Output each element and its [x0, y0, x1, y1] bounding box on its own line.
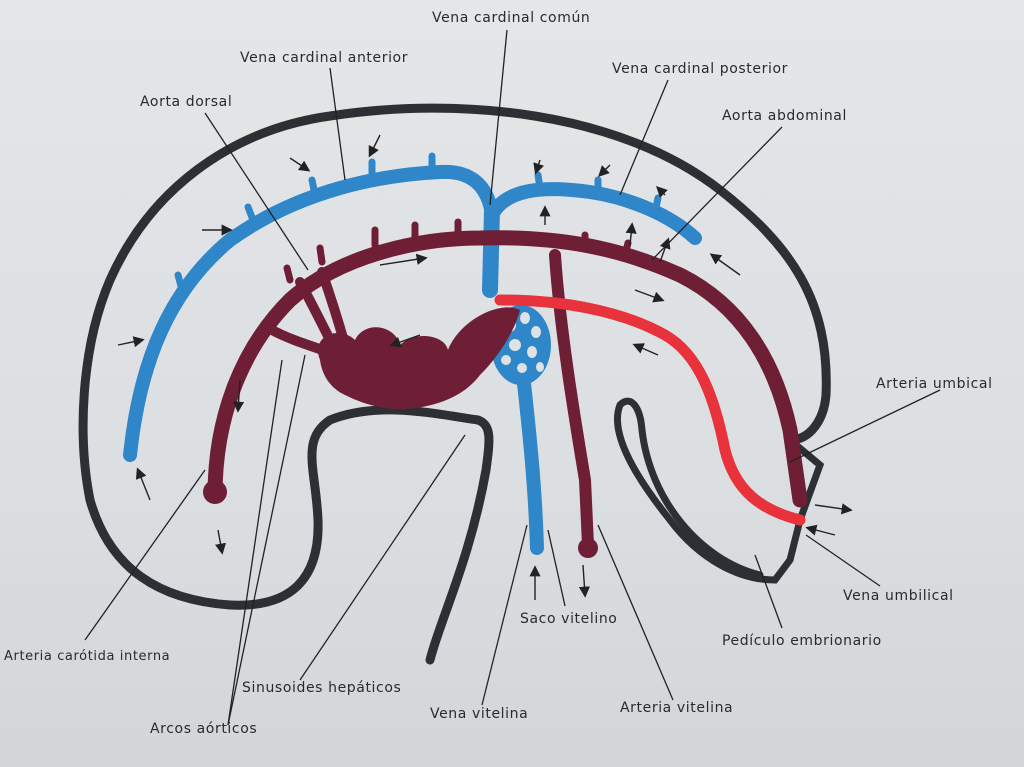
- carotid-end: [203, 480, 227, 504]
- aorta-dorsal-vessel: [207, 230, 808, 508]
- label-vena-cardinal-posterior: Vena cardinal posterior: [612, 61, 788, 77]
- arteria-vitelina-vessel: [549, 249, 594, 551]
- label-arcos-aorticos: Arcos aórticos: [150, 721, 257, 737]
- heart: [318, 307, 520, 410]
- label-arteria-carotida-interna: Arteria carótida interna: [4, 649, 170, 664]
- leader-lines: [84, 29, 941, 726]
- vena-cardinal-comun-vessel: [482, 202, 500, 298]
- vena-umbilical-vessel: [494, 294, 806, 526]
- label-sinusoides-hepaticos: Sinusoides hepáticos: [242, 680, 401, 696]
- label-arteria-umbical: Arteria umbical: [876, 376, 993, 392]
- label-vena-cardinal-anterior: Vena cardinal anterior: [240, 50, 408, 66]
- label-vena-cardinal-comun: Vena cardinal común: [432, 10, 590, 26]
- label-aorta-abdominal: Aorta abdominal: [722, 108, 847, 124]
- aorta-branches: [283, 218, 632, 284]
- embryo-outline: [78, 103, 831, 665]
- label-arteria-vitelina: Arteria vitelina: [620, 700, 733, 716]
- label-saco-vitelino: Saco vitelino: [520, 611, 617, 627]
- label-pediculo-embrionario: Pedículo embrionario: [722, 633, 882, 649]
- label-aorta-dorsal: Aorta dorsal: [140, 94, 232, 110]
- pedicle-outline: [613, 397, 825, 584]
- label-vena-umbilical: Vena umbilical: [843, 588, 954, 604]
- label-vena-vitelina: Vena vitelina: [430, 706, 528, 722]
- cardinal-vein-branches: [174, 152, 662, 294]
- vena-vitelina-vessel: [515, 358, 544, 555]
- flow-arrows: [117, 134, 853, 600]
- arteria-vitelina-end: [578, 538, 598, 558]
- vena-cardinal-anterior-vessel: [123, 164, 499, 462]
- vena-cardinal-posterior-vessel: [485, 182, 702, 245]
